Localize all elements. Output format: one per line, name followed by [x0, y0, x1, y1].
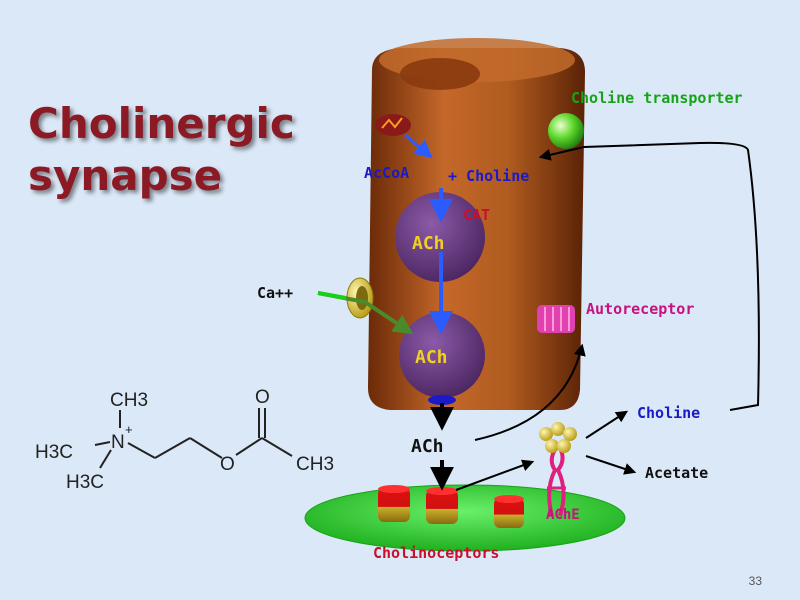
atom-n-charge: + — [125, 422, 133, 437]
label-cat: CAT — [463, 206, 490, 224]
slide-title: Cholinergic synapse — [28, 99, 295, 200]
acetylcholine-structure — [94, 408, 293, 469]
cholinoceptor-left — [378, 485, 410, 522]
label-plus-choline: + Choline — [448, 167, 529, 185]
atom-o-ester: O — [220, 454, 235, 475]
group-h3c-left: H3C — [35, 442, 73, 463]
group-ch3-top: CH3 — [110, 390, 148, 411]
label-cholinoceptors: Cholinoceptors — [373, 544, 499, 562]
group-h3c-bottom: H3C — [66, 472, 104, 493]
arrow-to-acetate — [585, 455, 637, 475]
accoa-molecule — [375, 114, 411, 136]
vesicle-bottom — [399, 312, 485, 398]
cholinoceptor-right — [494, 495, 524, 528]
vesicle-top — [395, 192, 485, 282]
label-choline-transporter: Choline transporter — [571, 89, 743, 107]
label-accoa: AcCoA — [364, 164, 409, 182]
arrow-to-autoreceptor — [474, 343, 586, 441]
label-ach-released: ACh — [411, 436, 444, 457]
label-ach-top: ACh — [412, 233, 445, 254]
label-calcium: Ca++ — [257, 284, 293, 302]
autoreceptor-icon — [537, 305, 575, 333]
atom-n: N — [111, 432, 125, 453]
label-ach-vesicle: ACh — [415, 347, 448, 368]
choline-transporter-icon — [548, 113, 584, 149]
label-acetate: Acetate — [645, 464, 708, 482]
arrow-to-choline — [585, 410, 629, 439]
ache-enzyme-icon — [539, 422, 577, 517]
label-choline-out: Choline — [637, 404, 700, 422]
cholinoceptor-middle — [426, 487, 458, 524]
arrow-accoa-to-ach — [404, 133, 433, 159]
group-ch3-right: CH3 — [296, 454, 334, 475]
atom-o-carbonyl: O — [255, 387, 270, 408]
slide-number: 33 — [748, 574, 762, 588]
arrow-choline-reuptake — [538, 141, 760, 411]
label-ache: AChE — [546, 507, 580, 523]
label-autoreceptor: Autoreceptor — [586, 300, 694, 318]
arrow-to-ache — [455, 459, 535, 491]
